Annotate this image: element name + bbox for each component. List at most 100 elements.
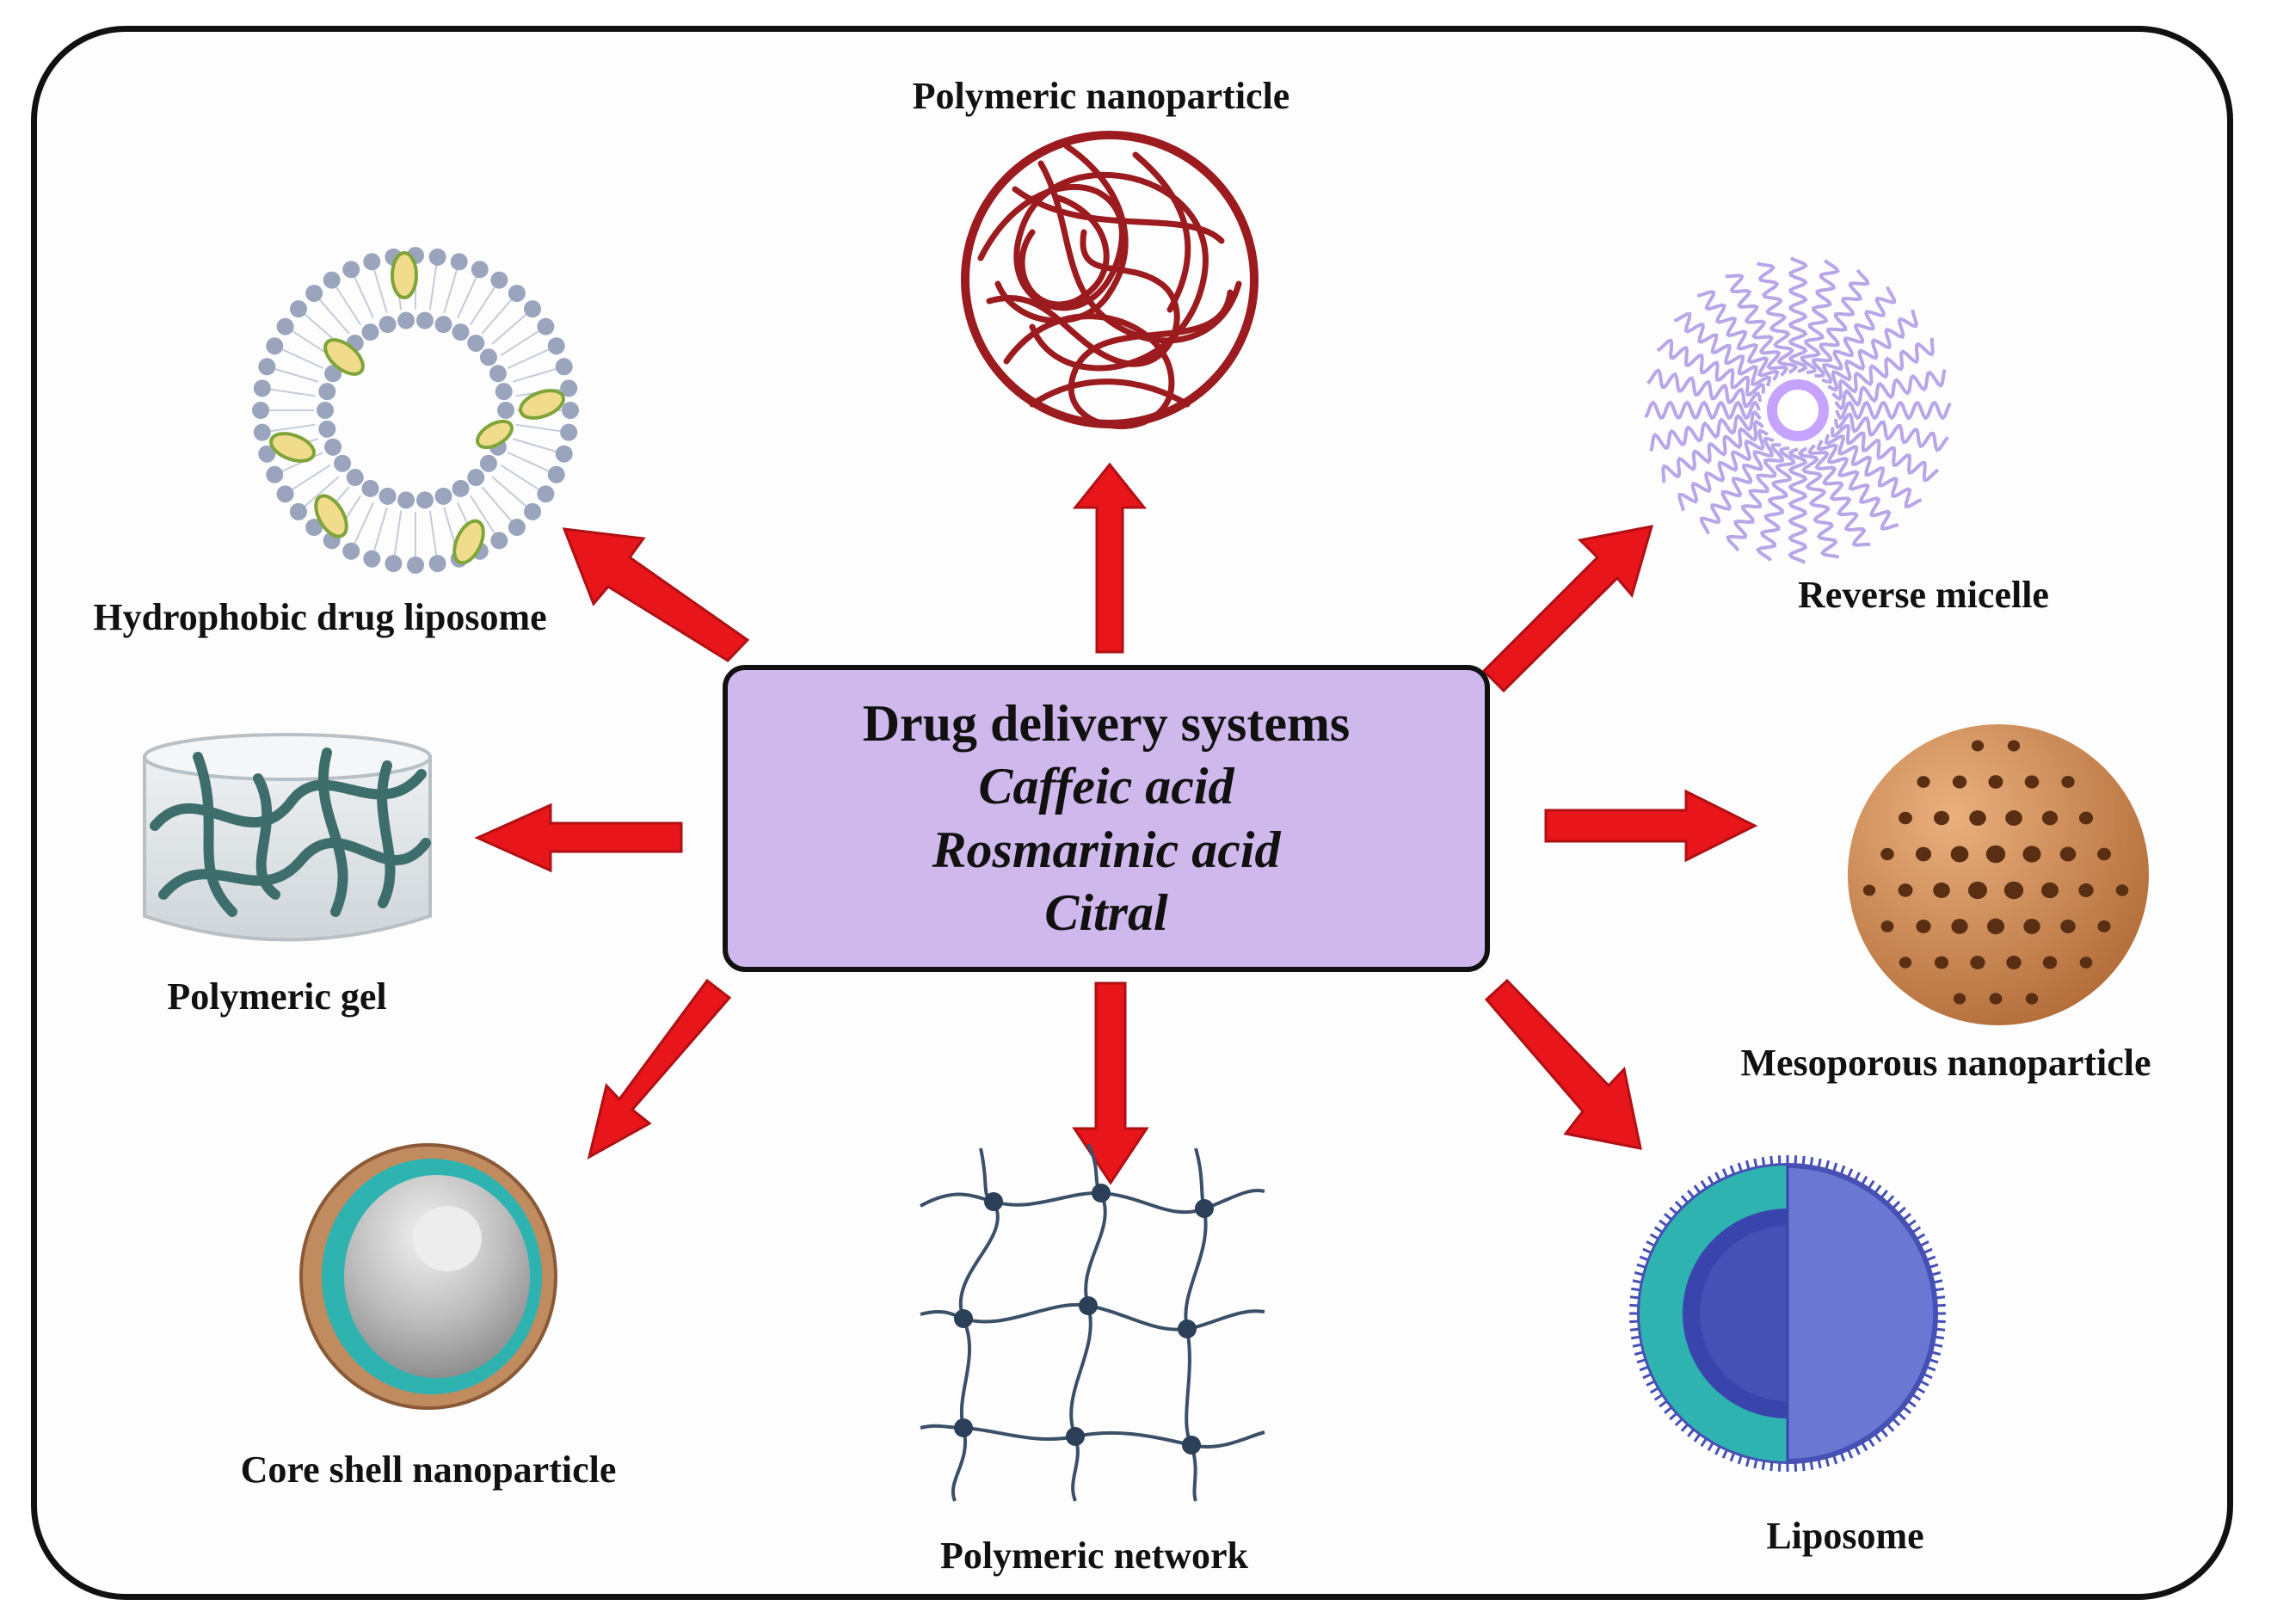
lipid-head-outer [266,337,284,355]
lipid-fringe [1714,1172,1723,1184]
label-polymeric-network: Polymeric network [940,1535,1248,1577]
lipid-head-outer [490,271,508,289]
lipid-fringe [1737,1452,1744,1465]
micelle-chain [1806,444,1871,547]
lipid-fringe [1639,1255,1652,1263]
lipid-head-inner [397,311,415,329]
lipid-head-outer [342,542,360,560]
pore [1880,920,1894,932]
lipid-fringe [1932,1327,1946,1332]
pore [1967,881,1988,900]
lipid-tail [335,286,362,326]
lipid-fringe [1729,1165,1737,1178]
lipid-fringe [1669,1206,1680,1217]
lipid-tail [270,388,316,397]
lipid-head-inner [346,469,364,487]
micelle-chain [1673,312,1771,387]
lipid-head-outer [471,261,489,279]
lipid-fringe [1932,1295,1946,1300]
micelle-chain [1831,337,1935,402]
pore [1969,810,1986,826]
lipid-head-inner [317,402,334,419]
lipid-head-inner [361,479,379,497]
lipid-fringe [1809,1457,1814,1470]
lipid-head-outer [363,253,381,271]
pore [1986,918,2005,935]
lipid-tail [318,298,350,335]
arrow-left [474,803,683,873]
lipid-tail [270,423,316,433]
lipid-fringe [1928,1350,1942,1356]
lipid-fringe [1707,1439,1716,1452]
lipid-fringe [1632,1342,1646,1348]
lipid-tail [393,510,403,556]
micelle-chain [1835,400,1952,421]
label-hydrophobic-drug-liposome: Hydrophobic drug liposome [93,596,547,638]
lipid-tail [469,495,495,534]
pore [2005,810,2022,826]
lipid-head-outer [524,502,542,520]
lipid-fringe [1913,1233,1926,1242]
lipid-fringe [1653,1226,1666,1235]
lipid-fringe [1693,1184,1703,1196]
lipid-tail [491,313,527,345]
lipid-head-outer [276,485,294,503]
lipid-tail [512,438,557,452]
lipid-fringe [1794,1155,1798,1168]
lipid-head-outer [289,502,307,520]
lipid-head-inner [467,334,485,352]
pore [1988,775,2003,789]
lipid-head-inner [361,323,379,341]
lipid-head-outer [508,519,526,537]
pore [2078,883,2094,897]
lipid-fringe [1816,1455,1822,1469]
lipid-fringe [1926,1357,1939,1364]
lipid-fringe [1653,1392,1666,1401]
arrow-up-right [1481,525,1654,693]
lipid-fringe [1631,1287,1644,1292]
lipid-tail [281,348,324,369]
micelle-chain [1821,286,1896,384]
lipid-tail [373,269,388,314]
lipid-tail [500,330,539,357]
lipid-fringe [1913,1385,1926,1394]
lipid-fringe [1629,1303,1642,1307]
micelle-chain [1812,268,1870,378]
lipid-fringe [1629,1320,1642,1324]
lipid-fringe [1634,1270,1647,1277]
lipid-fringe [1794,1459,1798,1472]
pore [2059,846,2077,862]
micelle-chain [1656,338,1766,397]
lipid-head-outer [537,317,555,335]
lipid-tail [274,368,319,383]
lipid-fringe [1745,1160,1751,1173]
lipid-fringe [1669,1410,1680,1421]
lipid-head-outer [560,423,578,441]
lipid-fringe [1923,1364,1936,1372]
lipid-fringe [1845,1446,1854,1459]
pore [1971,740,1985,752]
lipid-fringe [1714,1443,1723,1455]
lipid-fringe [1659,1219,1671,1229]
lipid-fringe [1687,1190,1697,1201]
lipid-fringe [1674,1416,1685,1427]
lipid-fringe [1632,1279,1646,1285]
micelle-chain [1825,434,1923,508]
lipid-head-outer [428,248,446,266]
lipid-fringe [1737,1162,1744,1175]
lipid-tail [354,501,374,544]
lipid-head-outer [490,532,508,550]
pore [2022,846,2041,863]
lipid-fringe [1831,1162,1838,1175]
lipid-fringe [1890,1416,1901,1427]
lipid-head-inner [489,365,507,383]
lipid-head-outer [385,555,403,573]
lipid-tail [469,286,495,326]
lipid-fringe [1636,1263,1649,1270]
micelle-chain [1696,290,1780,381]
lipid-head-outer [537,485,555,503]
lipid-tail [512,368,557,383]
lipid-head-inner [467,469,485,487]
micelle-chain [1827,309,1918,392]
